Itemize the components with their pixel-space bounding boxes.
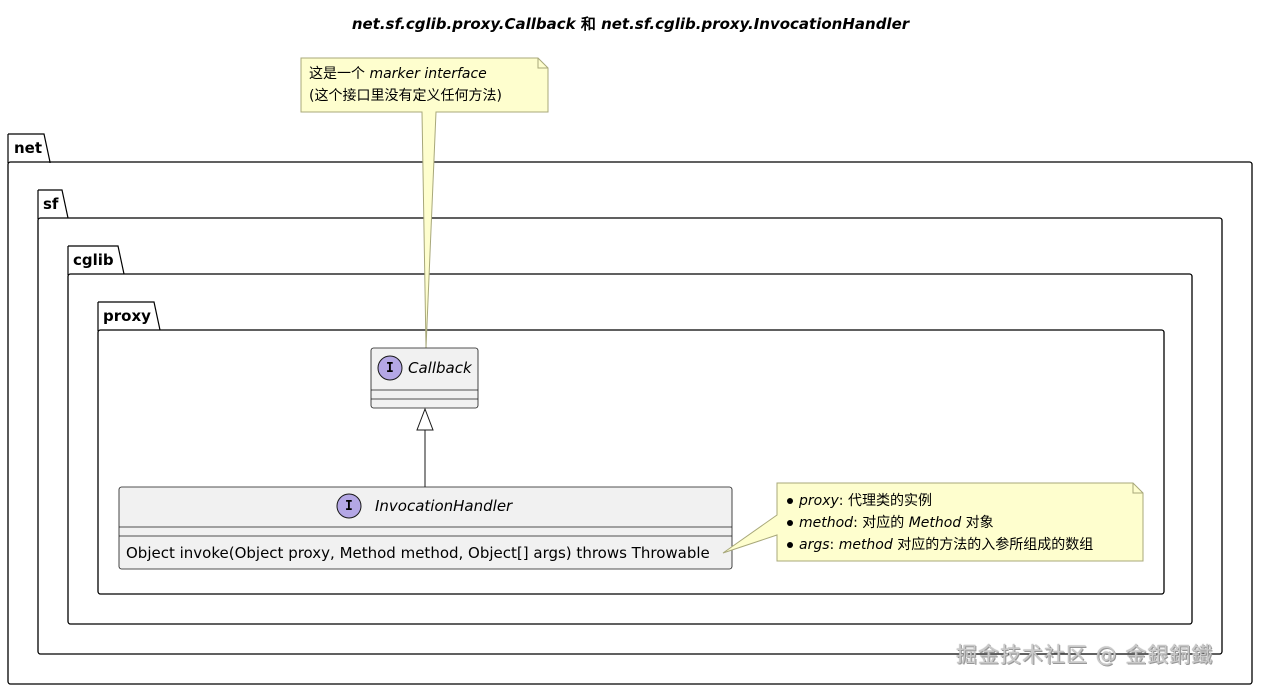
callback-interface-box (370, 347, 479, 409)
package-proxy-frame (97, 301, 1165, 595)
callback-badge-letter: I (386, 361, 394, 376)
package-cglib-frame (67, 245, 1193, 625)
invocation-handler-interface-box (118, 486, 733, 570)
title-connector: 和 (580, 15, 596, 33)
marker-interface-note-line2: (这个接口里没有定义任何方法) (309, 88, 502, 104)
marker-interface-note-line1: 这是一个 marker interface (309, 66, 487, 82)
callback-interface-name: Callback (408, 359, 472, 377)
watermark: 掘金技术社区 @ 金銀銅鐵 (956, 643, 1214, 667)
parameters-note: proxy: 代理类的实例 method: 对应的 Method 对象 args… (787, 490, 1093, 556)
note-item-proxy: proxy: 代理类的实例 (787, 490, 1093, 512)
diagram-title: net.sf.cglib.proxy.Callback 和 net.sf.cgl… (0, 17, 1261, 32)
package-sf-label: sf (43, 195, 59, 213)
package-cglib-label: cglib (73, 251, 114, 269)
interface-badge-icon (336, 493, 362, 519)
package-net-frame (7, 133, 1253, 685)
invoke-method-signature: Object invoke(Object proxy, Method metho… (126, 544, 710, 562)
package-proxy-label: proxy (103, 307, 151, 325)
note-item-args: args: method 对应的方法的入参所组成的数组 (787, 534, 1093, 556)
package-sf-frame (37, 189, 1223, 655)
invocation-handler-interface-name: InvocationHandler (375, 497, 513, 515)
invocation-handler-badge-letter: I (345, 499, 353, 514)
inheritance-arrow (416, 407, 434, 487)
marker-interface-note-shape (300, 57, 549, 349)
note-item-method: method: 对应的 Method 对象 (787, 512, 1093, 534)
parameters-note-shape (722, 482, 1144, 562)
title-callback: net.sf.cglib.proxy.Callback (351, 15, 576, 33)
package-net-label: net (14, 139, 43, 157)
title-invocation-handler: net.sf.cglib.proxy.InvocationHandler (601, 15, 910, 33)
interface-badge-icon (377, 355, 403, 381)
